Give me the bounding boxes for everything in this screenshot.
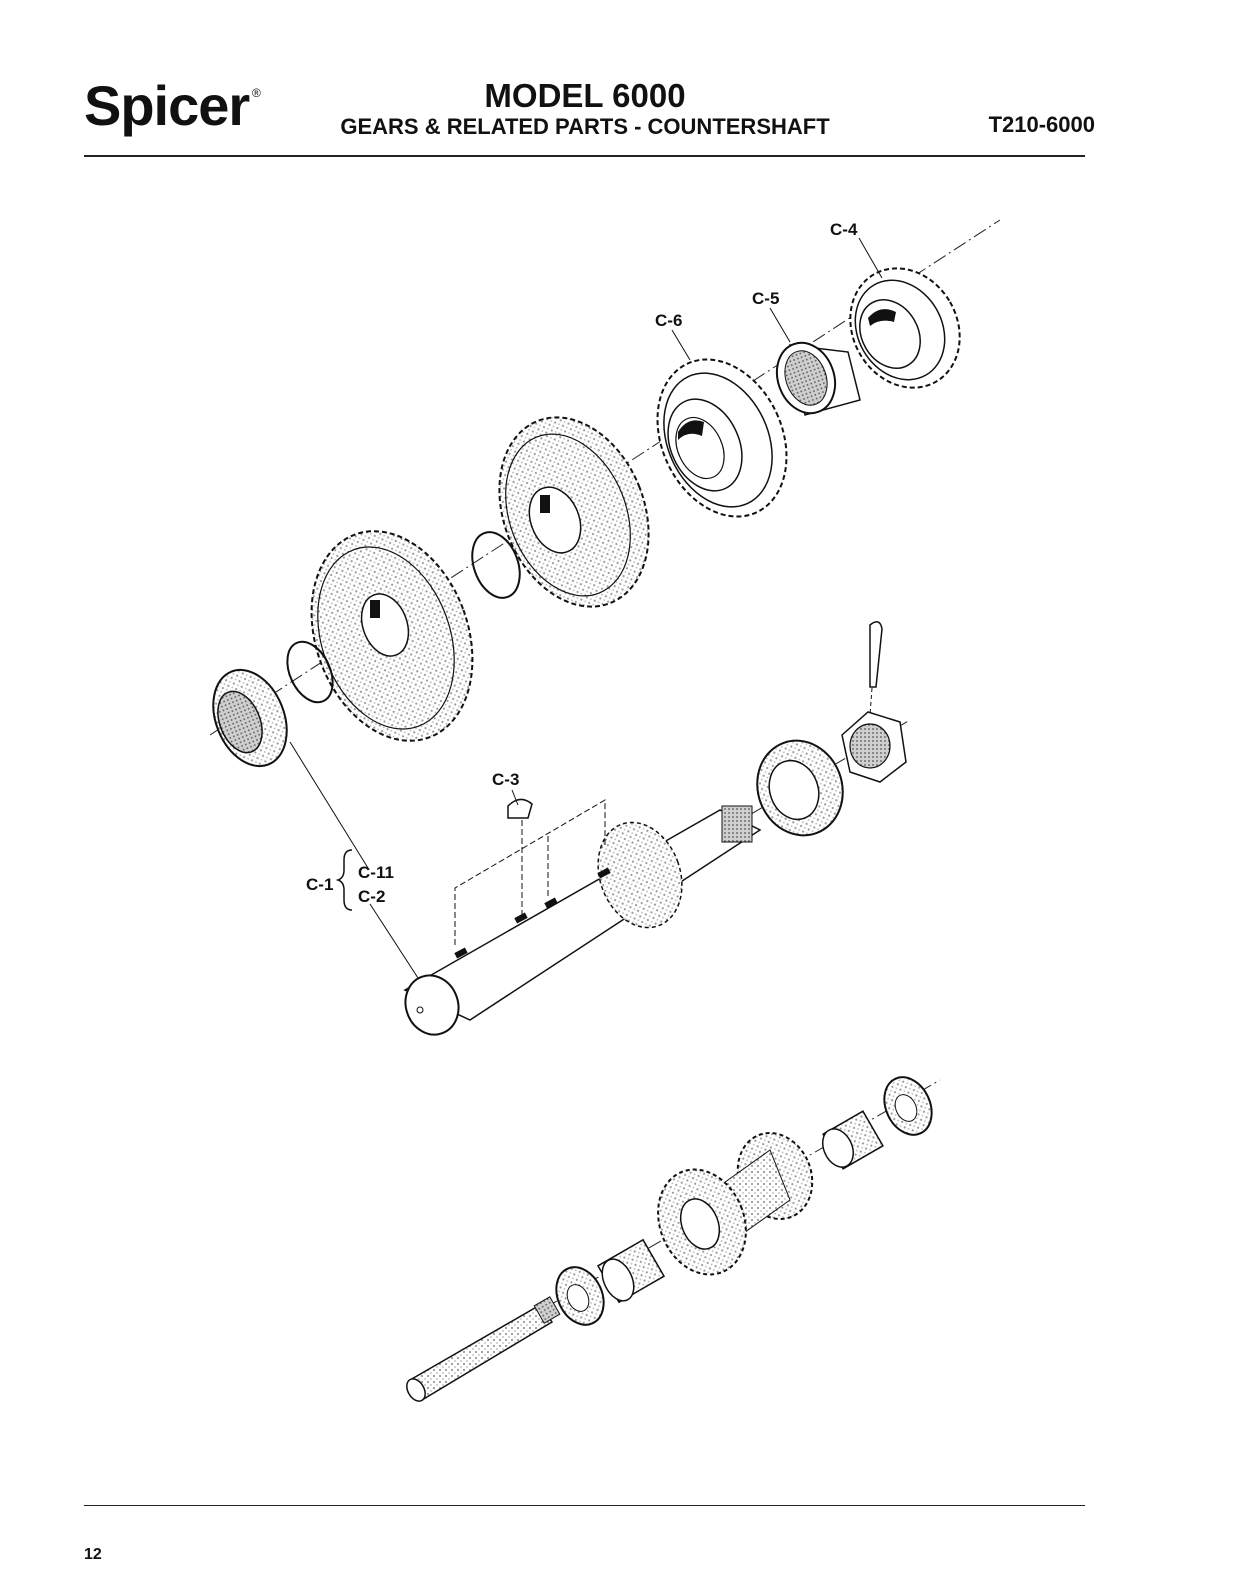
castle-nut: [841, 711, 907, 783]
callout-c5: C-5: [752, 289, 779, 308]
bearing-right: [756, 739, 844, 837]
countershaft: [403, 799, 762, 1036]
gear-c4: [849, 267, 961, 389]
leader-c6: [671, 329, 691, 361]
gear-large-upper: [498, 416, 650, 608]
gear-large-lower: [310, 530, 474, 742]
leader-c3: [511, 789, 519, 806]
gear-c6: [656, 358, 788, 518]
thrust-washer-right: [883, 1076, 933, 1136]
idler-shaft: [406, 1296, 561, 1402]
callout-c1: C-1: [306, 875, 333, 894]
leader-c5: [769, 307, 791, 343]
bearing-c1: [212, 668, 288, 768]
needle-bearing-right: [822, 1110, 884, 1170]
sleeve-c5: [775, 341, 861, 416]
callout-c4: C-4: [830, 220, 858, 239]
model-title: MODEL 6000: [484, 77, 686, 114]
section-subtitle: GEARS & RELATED PARTS - COUNTERSHAFT: [340, 114, 830, 139]
registered-mark: ®: [252, 86, 261, 100]
leader-c4: [858, 237, 883, 279]
cluster-gear: [657, 1132, 814, 1276]
snap-ring-lower: [286, 640, 334, 704]
header-rule: [84, 155, 1085, 157]
callout-brace: [335, 849, 353, 911]
needle-bearing-left: [596, 1238, 666, 1304]
thrust-washer-left: [555, 1266, 605, 1326]
brand-logo: Spicer: [84, 74, 250, 137]
footer-rule: [84, 1505, 1085, 1506]
doc-code: T210-6000: [988, 112, 1095, 137]
snap-ring-upper: [471, 531, 521, 599]
callout-c6: C-6: [655, 311, 682, 330]
callout-c11: C-11: [358, 863, 394, 882]
leader-c2: [369, 903, 419, 979]
leader-c11: [289, 741, 369, 869]
key-c3: [507, 798, 533, 819]
callout-c2: C-2: [358, 887, 385, 906]
callout-c3: C-3: [492, 770, 519, 789]
page-number: 12: [84, 1546, 102, 1563]
page-title: MODEL 6000 GEARS & RELATED PARTS - COUNT…: [300, 78, 870, 140]
